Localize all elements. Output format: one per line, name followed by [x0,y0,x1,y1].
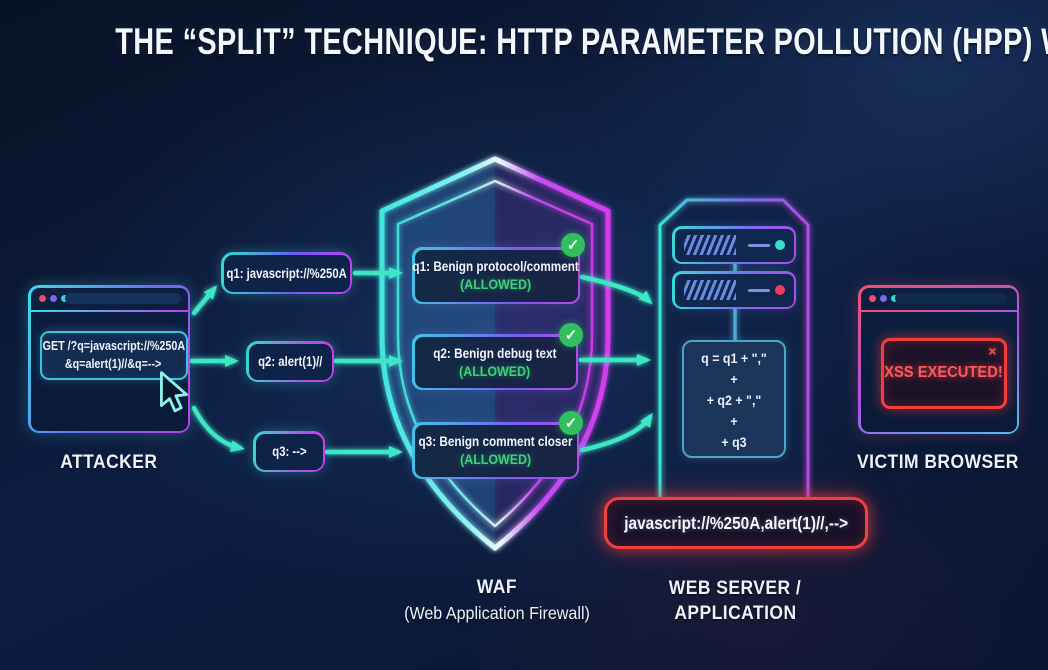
window-control-dot [868,294,876,302]
attacker-window-titlebar [31,288,188,310]
param-pill-q1: q1: javascript://%250A [221,252,352,294]
waf-check-q3: q3: Benign comment closer (ALLOWED) [412,422,579,479]
victim-browser-window: × XSS EXECUTED! [858,285,1019,434]
arrow-waf3-to-server [579,412,653,453]
attacker-label: ATTACKER [60,452,158,473]
page-title: THE “SPLIT” TECHNIQUE: HTTP PARAMETER PO… [115,21,1048,62]
waf-check-q3-title: q3: Benign comment closer [418,434,573,449]
attacker-browser-window: GET /?q=javascript://%250A &q=alert(1)//… [28,285,190,433]
check-icon: ✓ [559,411,583,435]
waf-check-q2-status: (ALLOWED) [459,363,531,379]
server-rack-1 [672,226,796,264]
arrow-attacker-to-q1 [191,285,218,316]
code-line-1: q = q1 + "," [701,351,767,366]
attacker-request-box: GET /?q=javascript://%250A &q=alert(1)//… [39,330,188,380]
code-line-3: + q2 + "," [706,393,762,408]
waf-check-q3-status: (ALLOWED) [459,452,532,467]
server-concatenation-box: q = q1 + "," + + q2 + "," + + q3 [682,340,786,458]
flow-arrows [189,267,653,458]
rack-vents-icon [683,235,736,255]
param-q1-label: q1: javascript://%250A [226,265,347,281]
server-label-line2: APPLICATION [673,603,797,624]
param-pill-q3: q3: --> [253,431,325,472]
code-line-2: + [730,372,738,387]
waf-check-q2: q2: Benign debug text (ALLOWED) [412,334,578,390]
check-icon: ✓ [559,323,583,347]
window-control-dot [60,294,68,302]
waf-label: WAF [476,577,518,598]
rack-vents-icon [683,280,736,300]
waf-check-q1: q1: Benign protocol/comment (ALLOWED) [412,247,580,304]
window-control-dot [890,294,898,302]
payload-box: javascript://%250A,alert(1)//,--> [604,497,868,549]
rack-led-red [774,285,785,295]
window-control-dot [38,294,46,302]
request-line-1: GET /?q=javascript://%250A [42,339,185,353]
window-control-dot [49,294,57,302]
waf-check-q1-title: q1: Benign protocol/comment [412,259,580,274]
titlebar-divider [30,309,188,312]
param-q2-label: q2: alert(1)// [257,354,323,369]
window-control-dot [879,294,887,302]
rack-led-cyan [774,240,785,250]
server-rack-2 [672,271,796,309]
arrow-waf1-to-server [579,274,653,305]
waf-check-q2-title: q2: Benign debug text [433,345,557,361]
victim-label: VICTIM BROWSER [857,452,1019,473]
rack-slot-line [747,243,770,247]
param-q3-label: q3: --> [271,444,307,459]
check-icon: ✓ [561,233,585,257]
waf-check-q1-status: (ALLOWED) [460,277,532,292]
xss-alert-dialog: × XSS EXECUTED! [880,337,1007,409]
rack-slot-line [747,288,770,292]
server-label-line1: WEB SERVER / [668,578,802,599]
xss-alert-text: XSS EXECUTED! [884,364,1003,381]
cursor-icon [160,371,188,413]
waf-sublabel: (Web Application Firewall) [404,603,590,623]
address-bar [894,292,1007,304]
titlebar-divider [860,309,1017,312]
arrow-attacker-to-q3 [191,405,245,452]
request-line-2: &q=alert(1)//&q=--> [65,357,162,371]
victim-window-titlebar [861,288,1017,310]
payload-text: javascript://%250A,alert(1)//,--> [624,512,848,533]
address-bar [64,292,181,304]
code-line-4: + [730,414,738,429]
param-pill-q2: q2: alert(1)// [246,341,334,382]
code-line-5: + q3 [721,435,747,450]
close-icon: × [988,342,997,359]
